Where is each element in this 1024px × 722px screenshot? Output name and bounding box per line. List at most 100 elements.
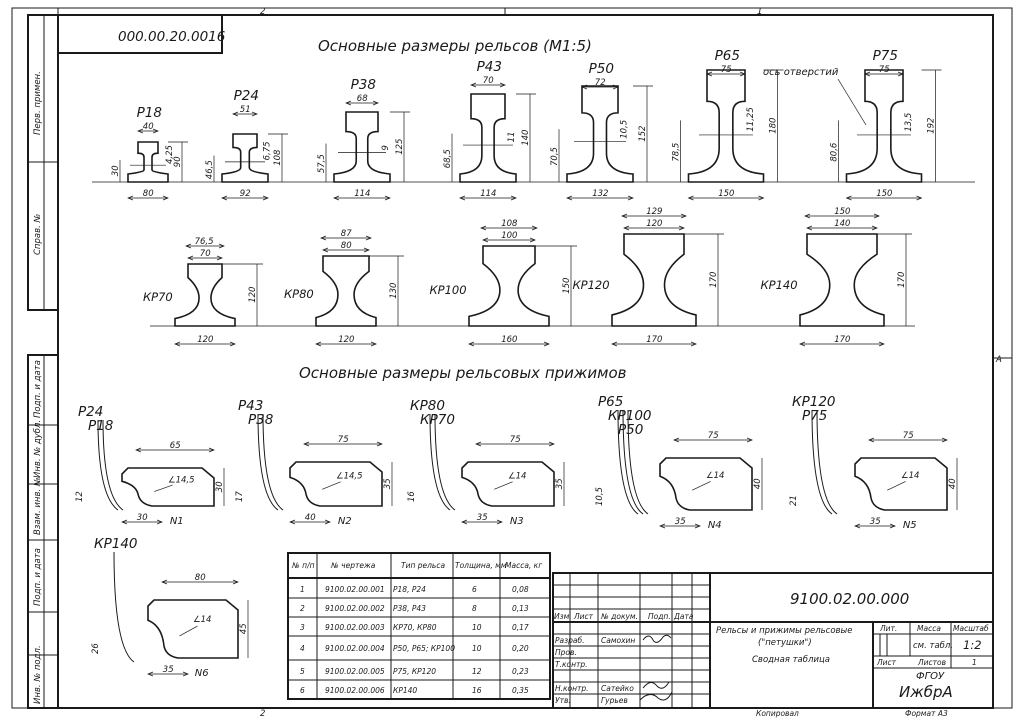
rail-height-dim: 130 — [389, 283, 399, 299]
rail-name: Р38 — [351, 77, 376, 93]
rail-profile — [845, 69, 923, 183]
row-nkontr: Н.контр. — [555, 684, 589, 693]
table-cell: КР70, КР80 — [393, 623, 437, 632]
rail-web-dim: 6,75 — [262, 141, 272, 160]
strip-vzam-inv: Взам. инв. № — [33, 477, 43, 535]
rail-name: Р65 — [715, 48, 740, 64]
rail-profile — [468, 245, 550, 327]
clamp-radius-dim: ∠14 — [508, 472, 526, 482]
title-block: 9100.02.00.000 Рельсы и прижимы рельсовы… — [552, 572, 994, 718]
clamp-height-dim: 35 — [555, 478, 565, 489]
table-cell: 0,35 — [512, 686, 529, 695]
clamp-length-dim: 75 — [510, 435, 521, 445]
col-doc: № докум. — [600, 612, 638, 621]
clamp-height-dim: 45 — [239, 623, 249, 634]
massa-value: см. табл. — [913, 641, 953, 651]
clamp-number: N3 — [510, 516, 524, 527]
rail-profile — [611, 233, 697, 327]
clamp-rail-label: Р75 — [802, 408, 827, 424]
rail-base-dim: 80 — [143, 189, 154, 199]
clamp-length-dim: 75 — [903, 431, 914, 441]
clamp-height-dim: 40 — [753, 478, 763, 489]
strip-podp-data-1: Подп. и дата — [33, 360, 43, 418]
scale-value: 1:2 — [963, 638, 982, 652]
clamp-rail-label: Р18 — [88, 418, 113, 434]
rail-height-dim: 140 — [521, 130, 531, 146]
signature-razrab — [642, 634, 672, 643]
clamp-rail-label: КР140 — [94, 536, 138, 552]
rail-low-dim: 78,5 — [672, 143, 682, 162]
strip-perv-primen: Перв. примен. — [33, 71, 43, 135]
clamp-height-dim: 40 — [948, 478, 958, 489]
rail-head-dim: 100 — [501, 231, 517, 241]
rail-trace — [811, 409, 833, 515]
rail-trace — [622, 409, 644, 515]
clamp-foot-dim: 35 — [163, 665, 174, 675]
listov-value: 1 — [972, 658, 977, 667]
table-cell: 6 — [300, 686, 305, 695]
rail-low-dim: 70,5 — [550, 147, 560, 166]
row-razrab: Разраб. — [555, 636, 584, 645]
clamp-foot-dim: 35 — [477, 513, 488, 523]
table-cell: КР140 — [393, 686, 417, 695]
rail-name: КР100 — [430, 283, 467, 297]
table-cell: 5 — [300, 667, 305, 676]
clamp-radius-dim: ∠14,5 — [168, 475, 195, 485]
rail-web-dim: 13,5 — [904, 113, 914, 132]
col-izm: Изм — [554, 612, 570, 621]
rail-trace — [617, 409, 639, 515]
clamp-rail-label: Р65 — [598, 394, 623, 410]
table-cell: 3 — [300, 623, 305, 632]
doc-name-line2: ("петушки") — [758, 638, 812, 648]
rail-head-outer-dim: 129 — [646, 207, 662, 217]
strip-inv-dubl: Инв. № дубл. — [33, 420, 43, 478]
axis-holes-label: ось отверстий — [763, 67, 839, 78]
rail-name: КР140 — [761, 278, 798, 292]
rail-web-dim: 10,5 — [619, 120, 629, 139]
clamp-foot-dim: 30 — [137, 513, 148, 523]
clamp-length-dim: 75 — [708, 431, 719, 441]
table-cell: 9100.02.00.001 — [325, 585, 385, 594]
rail-head-dim: 120 — [646, 219, 662, 229]
strip-sprav-no: Справ. № — [33, 213, 43, 255]
rail-head-outer-dim: 76,5 — [195, 237, 214, 247]
rail-trace — [816, 409, 838, 515]
table-cell: 9100.02.00.002 — [325, 604, 385, 613]
rail-name: КР70 — [143, 290, 173, 304]
rail-name: Р43 — [477, 59, 502, 75]
signature-nkontr — [642, 681, 670, 689]
table-cell: 0,13 — [512, 604, 529, 613]
rail-height-dim: 120 — [248, 287, 258, 303]
table-cell: 16 — [472, 686, 482, 695]
clamp-radius-dim: ∠14 — [193, 615, 211, 625]
table-cell: Р38, Р43 — [393, 604, 426, 613]
table-cell: 0,08 — [512, 585, 529, 594]
clamp-rail-label: КР100 — [608, 408, 652, 424]
clamp-length-dim: 75 — [338, 435, 349, 445]
zone-mark-1: 1 — [757, 7, 762, 17]
clamp-profiles: ∠14,565303012N1Р24Р18∠14,575354017N2Р43Р… — [75, 394, 958, 679]
table-cell: 4 — [300, 644, 305, 653]
strip-inv-podl: Инв. № подл. — [33, 645, 43, 704]
table-cell: Р50, Р65; КР100 — [393, 644, 455, 653]
rail-trace — [102, 419, 124, 511]
format: Формат А3 — [905, 709, 948, 718]
rail-height-dim: 192 — [927, 118, 937, 134]
rail-base-dim: 170 — [834, 335, 850, 345]
listov-label: Листов — [917, 658, 946, 667]
row-tkontr: Т.контр. — [555, 660, 588, 669]
rail-profile — [799, 233, 885, 327]
rail-profile — [459, 93, 517, 183]
rail-trace — [627, 409, 649, 515]
